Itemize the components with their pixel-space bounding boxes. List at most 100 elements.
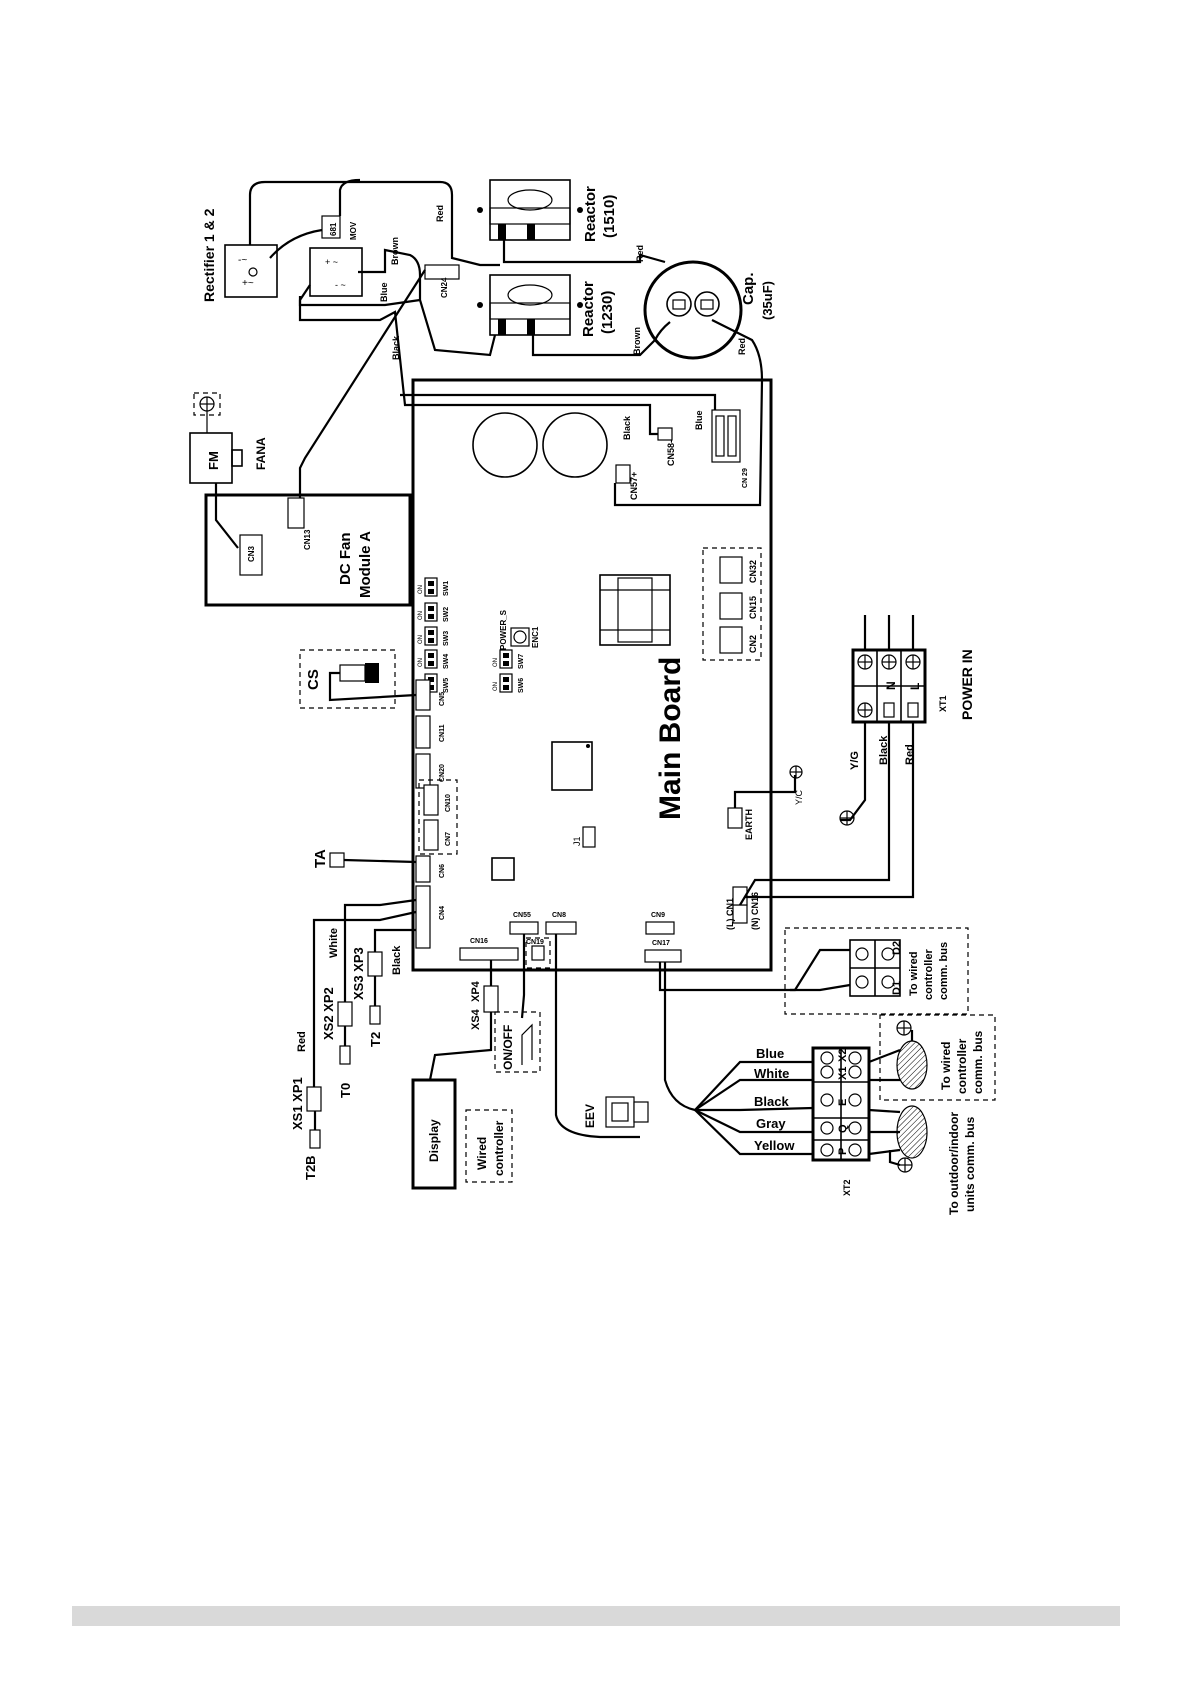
wire-ta-cn6 [343, 858, 417, 864]
eev-valve [605, 1096, 635, 1128]
wire-label-gray: Gray [756, 1116, 786, 1131]
svg-text:SW6: SW6 [518, 678, 525, 693]
wire-rectifier-mov [269, 228, 323, 259]
shielded-cable [896, 1040, 928, 1090]
dip-switch-sw4: SW4 [424, 649, 450, 669]
cn4-label: CN4 [439, 906, 446, 920]
cn17-label: CN17 [652, 940, 670, 947]
cn1-label: (L) CN1 [725, 898, 735, 930]
cn11-label: CN11 [439, 724, 446, 742]
cn9-connector [645, 921, 675, 935]
j1-jumper [582, 826, 596, 848]
enc1-label: ENC1 [531, 626, 540, 648]
xs3-xp3-plug [367, 951, 383, 977]
terminal-l-label: L [908, 683, 922, 690]
j1-label: J1 [572, 836, 582, 846]
cn29-label: CN 29 [742, 468, 749, 488]
dip-on-label: ON [418, 635, 424, 644]
comm-bus-label: controller [923, 949, 935, 1000]
cn10-label: CN10 [445, 794, 452, 812]
rectifier-label: Rectifier 1 & 2 [201, 208, 217, 302]
on-off-dashed [494, 1011, 541, 1073]
heatsink-circle [472, 412, 538, 478]
cn29-connector [711, 409, 741, 463]
xs2-xp2-label: XS2 XP2 [321, 987, 336, 1040]
wire-black-power [739, 722, 891, 906]
display-label: Display [427, 1119, 441, 1162]
t2-sensor [369, 1005, 381, 1025]
fan-ground-dashed [193, 392, 221, 416]
cn58-label: CN58- [666, 440, 676, 466]
d2-label: D2 [891, 941, 903, 955]
xt2-label: XT2 [842, 1179, 852, 1196]
main-board-outline [411, 378, 773, 972]
cs-dashed [299, 649, 396, 709]
rectifier-symbol: +~ [242, 278, 254, 289]
mov-symbol: - ~ [335, 280, 346, 290]
terminal-q-label: Q [837, 1124, 849, 1133]
comm-bus-label: comm. bus [938, 942, 950, 1000]
wire-label-yellow: Yellow [754, 1138, 795, 1153]
shielded-cable [896, 1105, 928, 1159]
yc-label: Y/C [794, 789, 804, 805]
dip-switch-sw6: SW6 [499, 673, 525, 693]
cn4-connector [415, 885, 431, 949]
mov-label: MOV [349, 221, 358, 240]
cn32-label: CN32 [748, 560, 758, 583]
svg-text:SW7: SW7 [518, 654, 525, 669]
cn7-connector [423, 819, 439, 851]
wire-cs-cn5 [328, 671, 417, 702]
ta-sensor [329, 852, 345, 868]
cn19-dashed-group [525, 937, 551, 969]
ic-chip [551, 741, 593, 791]
fan-label: FANA [254, 437, 268, 470]
cn10-cn7-dashed-group [418, 779, 458, 855]
wire-red-cap-cn57 [613, 319, 764, 507]
cn1-connector [732, 904, 748, 924]
wire-label-black: Black [391, 945, 403, 975]
xs3-xp3-label: XS3 XP3 [351, 947, 366, 1000]
cn8-label: CN8 [552, 912, 566, 919]
wired-controller-dashed [465, 1109, 513, 1183]
xs4-label: XS4 [470, 1008, 482, 1030]
wire-label-white: White [754, 1066, 789, 1081]
dip-on-label: ON [493, 682, 499, 691]
current-sensor [339, 664, 366, 682]
cn24-connector [424, 264, 460, 280]
cn16-power-label: (N) CN16 [750, 892, 760, 930]
wired-controller-label: controller [492, 1120, 506, 1176]
t0-sensor [339, 1045, 351, 1065]
cn15-connector [719, 592, 743, 620]
power-s-label: POWER_S [499, 609, 508, 650]
rectifier-symbol: -~ [238, 255, 247, 266]
wire-label-blue: Blue [694, 410, 704, 430]
wire-blue-xt2 [663, 962, 813, 1112]
wire-label-red: Red [737, 338, 747, 355]
cn2-connector [719, 626, 743, 654]
cn7-label: CN7 [445, 832, 452, 846]
small-ic [491, 857, 515, 881]
dc-fan-label: DC Fan [337, 533, 354, 586]
fan-motor-label: FM [206, 451, 221, 470]
wire-blue-mov [358, 248, 497, 357]
wire-fan-cn3 [214, 483, 239, 549]
transformer [599, 574, 671, 646]
wire-brown-reactor [531, 321, 671, 357]
t2b-label: T2B [303, 1155, 318, 1180]
dip-on-label: ON [418, 658, 424, 667]
wire-label-black: Black [622, 415, 632, 440]
wire-cn17-d1 [790, 983, 851, 992]
wire-black-cn4 [373, 928, 416, 952]
capacitor [643, 260, 743, 360]
svg-text:SW1: SW1 [443, 581, 450, 596]
terminal-p-label: P [837, 1148, 849, 1155]
cn20-label: CN20 [439, 764, 446, 782]
wire-label-red: Red [904, 744, 916, 765]
wire-xs4-display [428, 1012, 493, 1081]
xs1-xp1-label: XS1 XP1 [290, 1077, 305, 1130]
wire-red-cn4 [312, 910, 417, 1087]
power-in-label: POWER IN [959, 649, 975, 720]
dip-switch-sw3: SW3 [424, 626, 450, 646]
wire-label-blue: Blue [379, 282, 389, 302]
cn3-connector [239, 534, 263, 576]
